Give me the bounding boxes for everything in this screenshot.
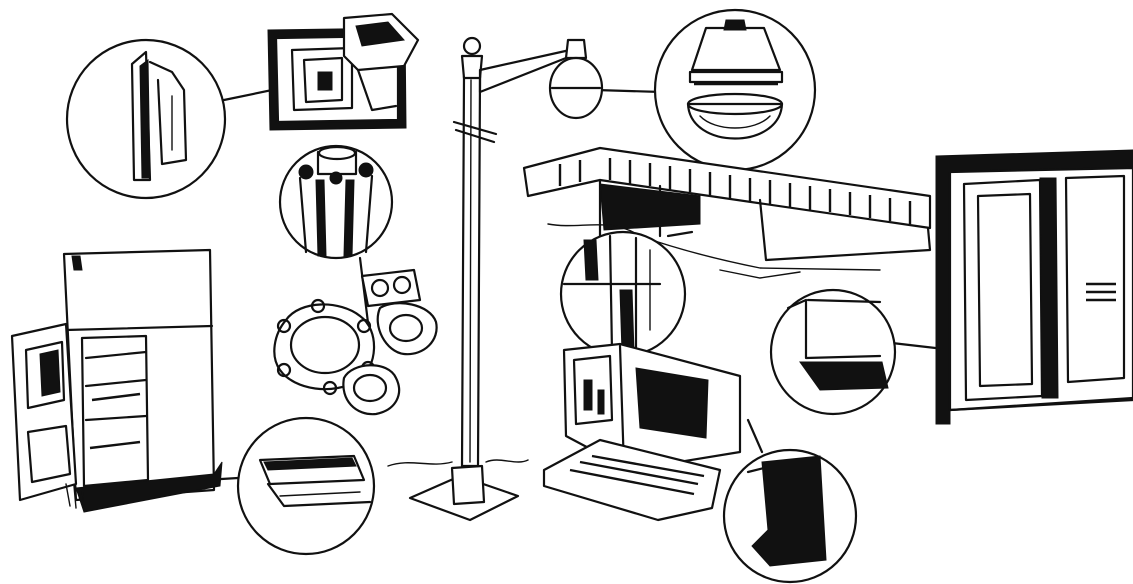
socket-cover-detail-circle (67, 40, 225, 198)
sliding-window (936, 150, 1133, 424)
globe-gasket-detail-circle (655, 10, 815, 170)
computer-terminal (544, 344, 740, 520)
pole-seal-detail-circle (280, 146, 392, 258)
gaskets (274, 270, 436, 414)
door-gasket-detail-circle (238, 418, 374, 554)
terminal-edge-detail-circle (724, 450, 856, 582)
electrical-outlet-cover (268, 14, 418, 130)
curtain-wall-detail-circle (561, 232, 685, 356)
window-seal-detail-circle (771, 290, 895, 414)
refrigerator (12, 250, 222, 512)
